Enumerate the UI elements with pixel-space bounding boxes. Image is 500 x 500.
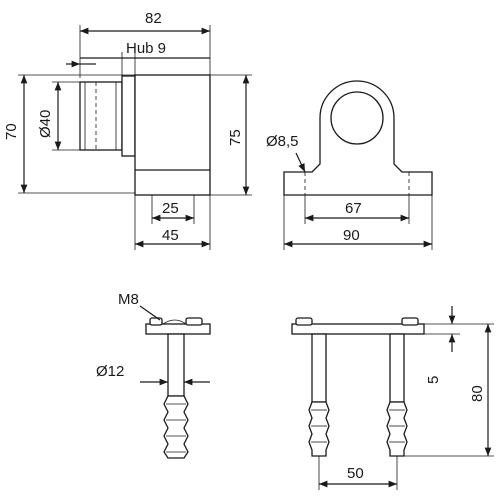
anchor-pin-right [389, 333, 405, 403]
label-90: 90 [343, 227, 360, 244]
side-view: 82 Hub 9 70 Ø40 75 25 45 [3, 10, 252, 250]
label-70: 70 [3, 123, 20, 140]
anchor-pin-left [311, 333, 327, 403]
front-view: Ø8,5 67 90 [266, 80, 433, 250]
label-25: 25 [162, 200, 179, 217]
neck [121, 75, 136, 157]
label-pin-diameter: Ø12 [96, 363, 124, 380]
label-45: 45 [162, 227, 179, 244]
label-50: 50 [347, 465, 364, 482]
label-diameter-40: Ø40 [37, 110, 54, 138]
label-hole-diameter: Ø8,5 [266, 133, 299, 150]
label-75: 75 [227, 129, 244, 146]
label-hub: Hub 9 [126, 40, 166, 57]
anchor-ribs [163, 395, 189, 459]
label-5: 5 [425, 376, 442, 384]
anchor-side-view: M8 Ø12 [96, 291, 211, 459]
label-82: 82 [145, 10, 162, 27]
tube [79, 81, 123, 151]
tube-opening [330, 91, 384, 145]
anchor-front-view: 5 80 50 [291, 306, 494, 490]
anchor-pin [167, 333, 185, 397]
block [134, 74, 211, 196]
label-67: 67 [345, 200, 362, 217]
label-m8: M8 [118, 291, 139, 308]
label-80: 80 [469, 385, 486, 402]
anchor-front-plate [291, 323, 425, 335]
